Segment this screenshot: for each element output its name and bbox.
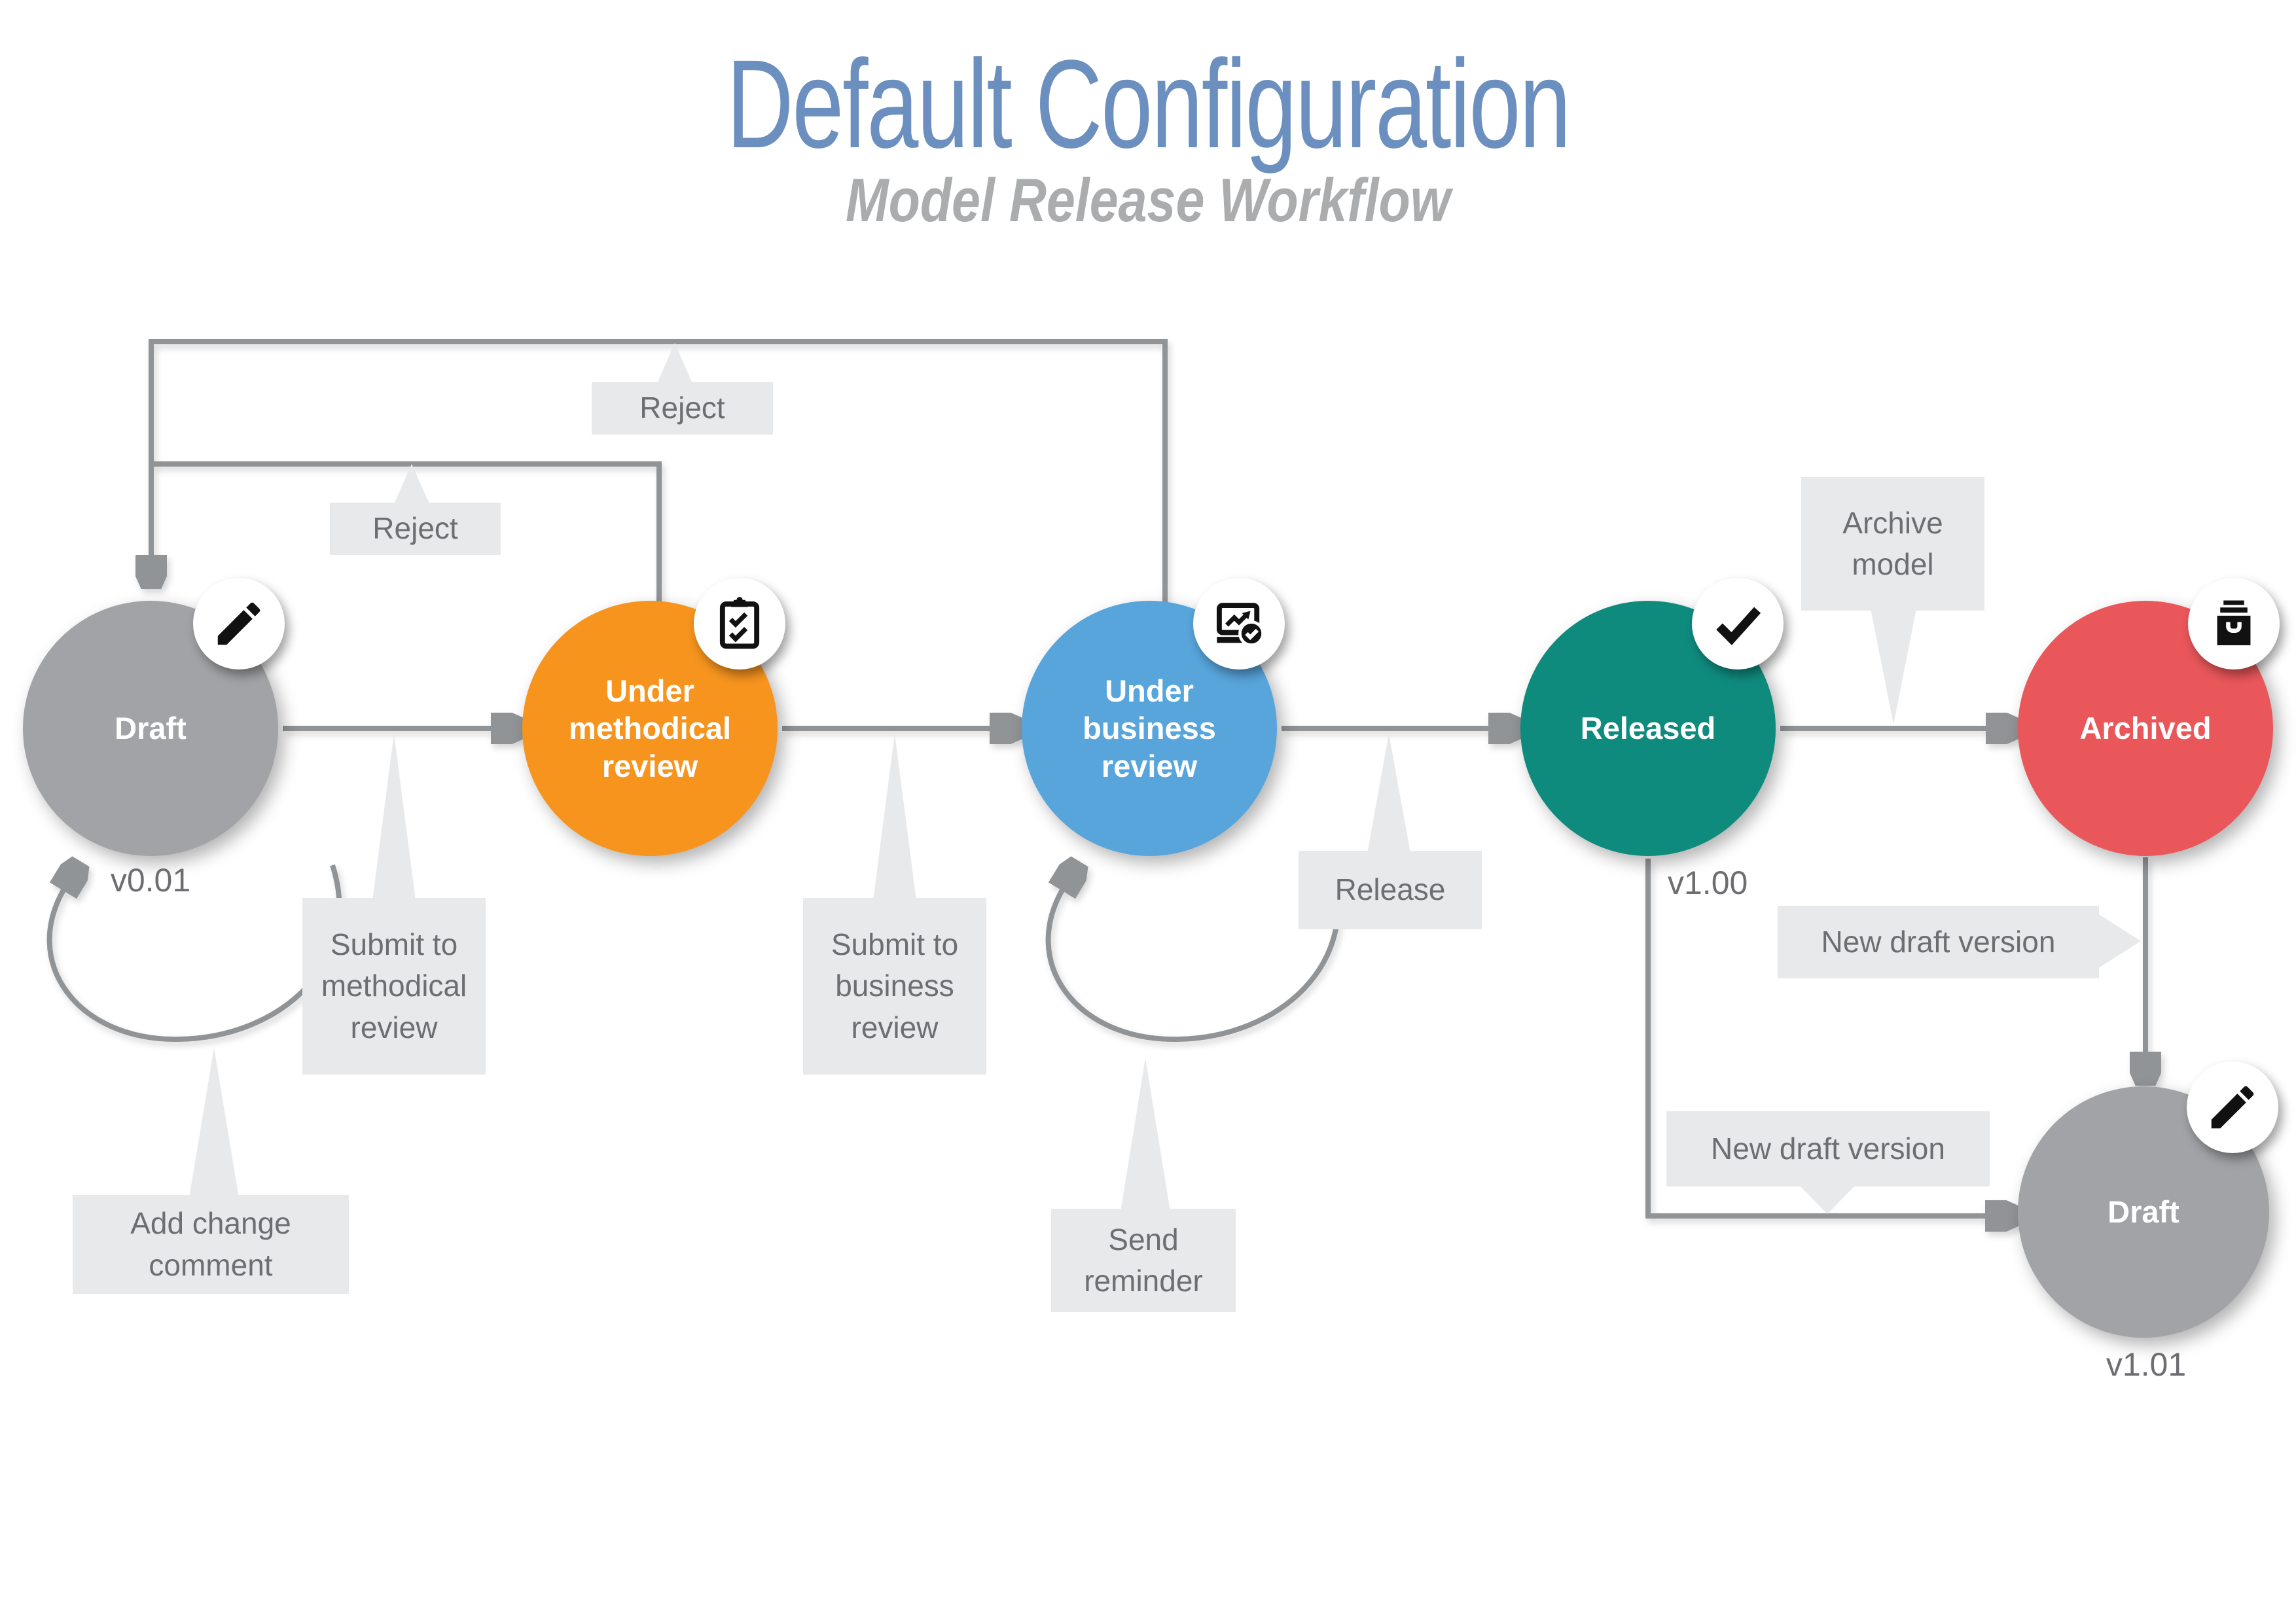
badge-released <box>1692 578 1784 669</box>
state-label-released: Released <box>1580 711 1716 746</box>
badge-under-business-review <box>1193 578 1285 669</box>
transition-label-new-draft-from-released: New draft version <box>1666 1111 1990 1186</box>
transition-label-new-draft-from-archived: New draft version <box>1778 906 2099 978</box>
edge-released-to-new-draft <box>1645 859 1990 1216</box>
transition-label-reject-business: Reject <box>592 382 773 435</box>
edge-reject-from-business <box>151 339 1168 602</box>
transition-label-archive-model: Archive model <box>1801 477 1984 611</box>
diagram-subtitle: Model Release Workflow <box>845 166 1451 234</box>
state-label-archived: Archived <box>2079 711 2212 746</box>
clipboard-checklist-icon <box>719 597 760 649</box>
transition-label-reject-methodical: Reject <box>330 503 501 555</box>
edge-reject-from-methodical <box>154 461 662 602</box>
state-label-under-business-review: Under business review <box>1083 673 1216 783</box>
state-label-draft: Draft <box>115 711 187 746</box>
version-label-v1-01: v1.01 <box>2106 1346 2187 1383</box>
badge-draft-new <box>2187 1061 2278 1153</box>
transition-label-submit-methodical: Submit to methodical review <box>302 898 486 1075</box>
version-label-v1-00: v1.00 <box>1668 865 1748 901</box>
check-icon <box>1716 607 1761 645</box>
badge-archived <box>2188 578 2280 669</box>
laptop-chart-check-icon <box>1216 603 1265 647</box>
badge-under-methodical-review <box>694 578 785 669</box>
transition-label-add-change-comment: Add change comment <box>73 1195 349 1294</box>
badge-draft <box>193 578 285 669</box>
transition-label-release: Release <box>1299 851 1482 929</box>
state-label-under-methodical-review: Under methodical review <box>568 673 732 783</box>
state-node-under-business-review: Under business review <box>1022 601 1277 856</box>
transition-label-send-reminder: Send reminder <box>1051 1209 1236 1312</box>
archive-box-icon <box>2217 600 2251 645</box>
edge-business-self-loop <box>1045 865 1341 1043</box>
transition-label-submit-business: Submit to business review <box>803 898 986 1075</box>
state-label-draft-new: Draft <box>2108 1194 2179 1230</box>
version-label-v0-01: v0.01 <box>110 862 191 899</box>
diagram-title: Default Configuration <box>726 33 1571 174</box>
pencil-icon <box>217 602 260 645</box>
pencil-icon <box>2211 1086 2254 1129</box>
